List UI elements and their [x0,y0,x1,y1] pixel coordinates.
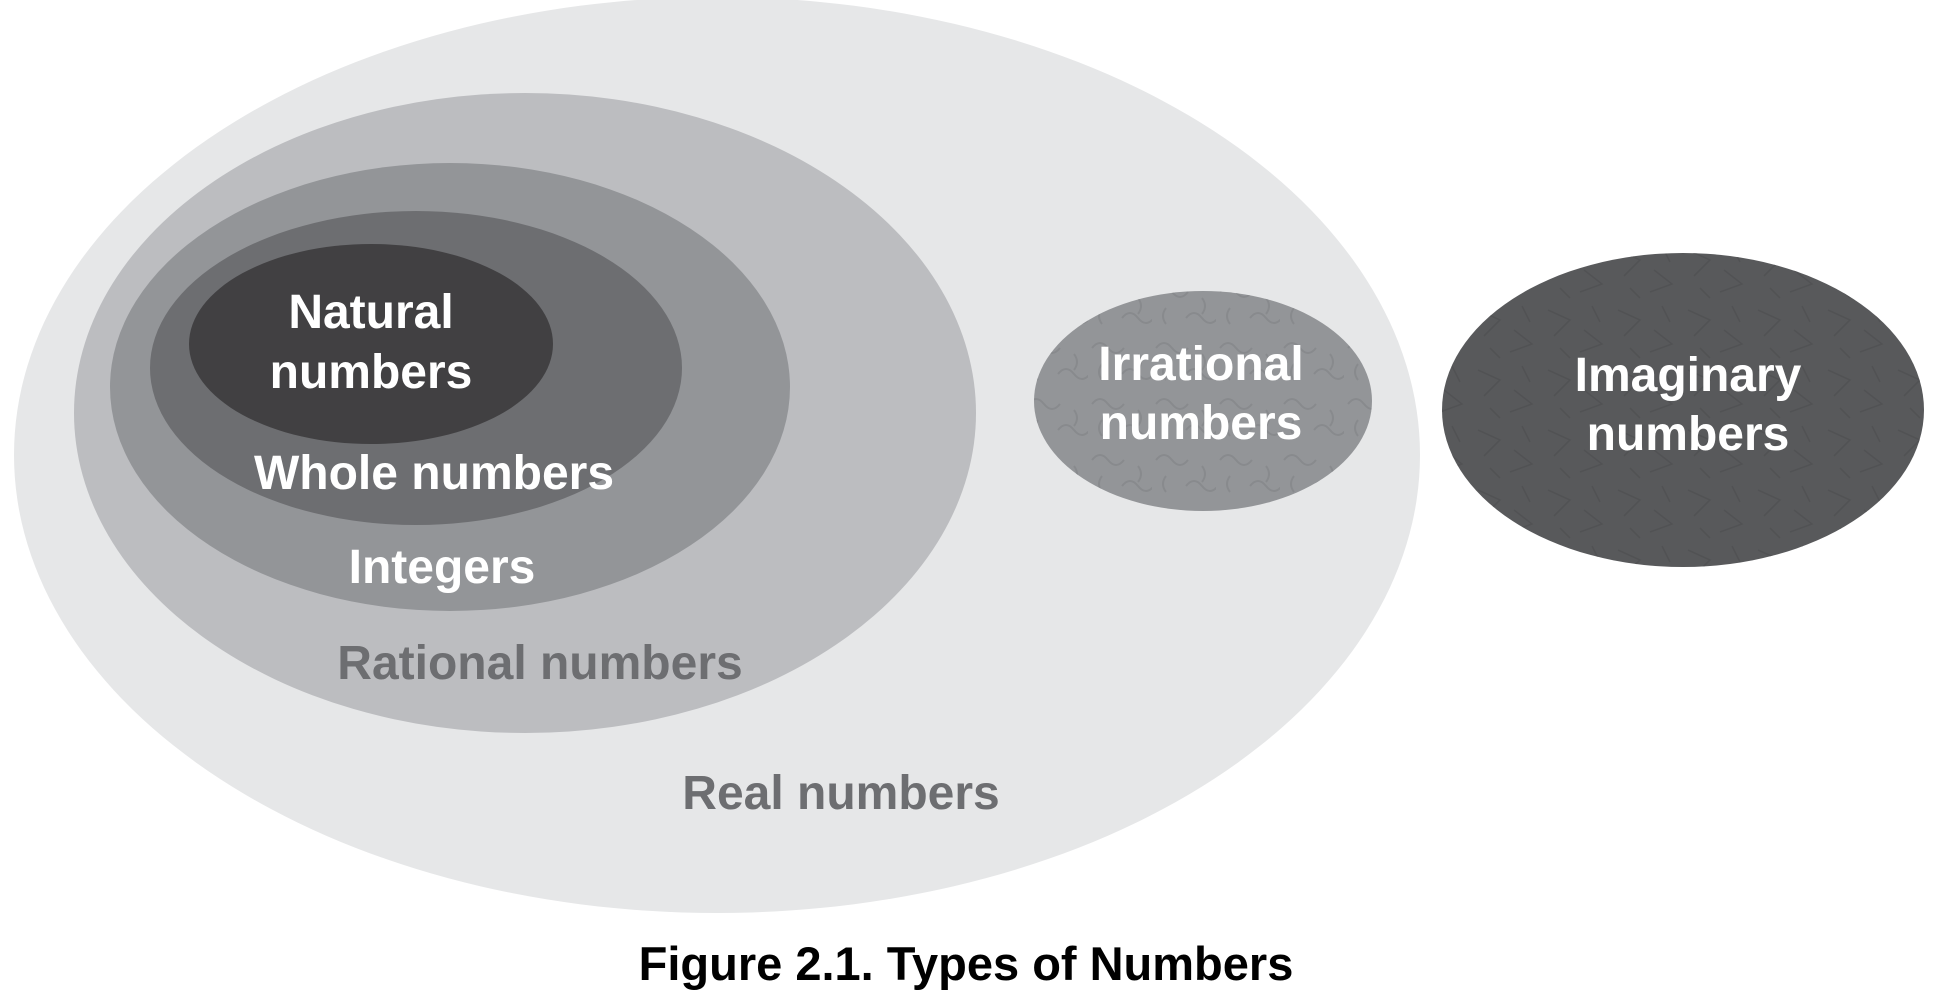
irrational-numbers-label-line2: numbers [1100,397,1303,450]
irrational-numbers-label: Irrational [1098,338,1303,391]
rational-numbers-label: Rational numbers [337,637,742,690]
whole-numbers-label: Whole numbers [254,447,614,500]
imaginary-texture [1442,253,1924,567]
irrational-texture [1034,291,1372,511]
natural-numbers-label: Natural [288,286,453,339]
real-numbers-label: Real numbers [682,767,999,820]
integers-label: Integers [349,541,536,594]
imaginary-numbers-label-line2: numbers [1587,408,1790,461]
figure-caption: Figure 2.1. Types of Numbers [639,937,1294,990]
natural-numbers-region [189,244,553,444]
imaginary-numbers-label: Imaginary [1575,349,1802,402]
natural-numbers-label-line2: numbers [270,346,473,399]
